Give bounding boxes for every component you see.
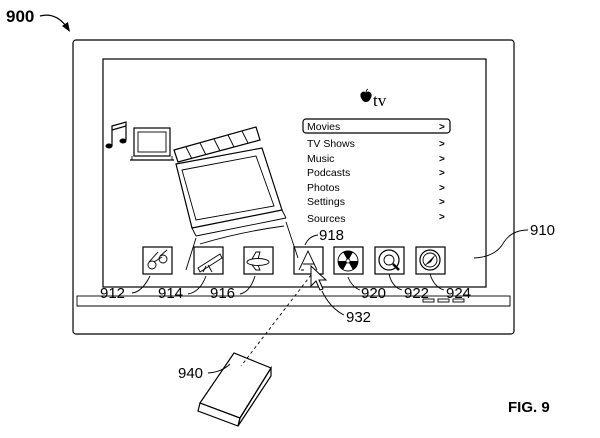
- menu-item-music[interactable]: Music >: [307, 153, 445, 165]
- menu-item-tv-shows[interactable]: TV Shows >: [307, 138, 445, 150]
- chevron-right-icon: >: [439, 212, 445, 223]
- radiation-icon[interactable]: [334, 247, 363, 274]
- leader-device: [40, 15, 66, 26]
- cursor-icon: [311, 266, 326, 290]
- main-menu[interactable]: Movies > TV Shows > Music > Podcasts > P…: [303, 119, 450, 225]
- chevron-right-icon: >: [439, 154, 445, 165]
- airplane-icon[interactable]: [244, 247, 273, 274]
- menu-item-podcasts[interactable]: Podcasts >: [307, 167, 445, 179]
- menu-item-label: Music: [307, 153, 334, 165]
- ref-icon-918: 918: [319, 227, 344, 244]
- icon-bar: [143, 247, 445, 274]
- brand-text: tv: [373, 91, 387, 110]
- ref-screen: 910: [530, 222, 555, 239]
- compass-icon[interactable]: [416, 247, 445, 274]
- menu-item-label: Podcasts: [307, 167, 350, 179]
- monitor-icon: [130, 128, 174, 160]
- ref-cursor: 932: [346, 309, 371, 326]
- ref-icon-916: 916: [210, 285, 235, 302]
- clapperboard-icon: [174, 127, 298, 270]
- app-store-icon[interactable]: [294, 247, 323, 274]
- music-note-icon: [106, 122, 127, 149]
- chevron-right-icon: >: [439, 168, 445, 179]
- menu-item-label: Settings: [307, 196, 345, 208]
- ref-icon-924: 924: [446, 285, 471, 302]
- menu-item-label: Movies: [307, 121, 340, 133]
- ref-icon-922: 922: [404, 285, 429, 302]
- chevron-right-icon: >: [439, 183, 445, 194]
- menu-item-label: TV Shows: [307, 138, 355, 150]
- menu-item-settings[interactable]: Settings >: [307, 196, 445, 208]
- pointer-beam: [241, 275, 311, 366]
- apple-logo-icon: [360, 92, 371, 103]
- figure-label: FIG. 9: [508, 399, 550, 416]
- ref-icon-912: 912: [100, 285, 125, 302]
- ref-device: 900: [6, 7, 34, 26]
- chevron-right-icon: >: [439, 139, 445, 150]
- menu-item-sources[interactable]: Sources >: [307, 212, 445, 225]
- chevron-right-icon: >: [439, 122, 445, 133]
- telescope-icon[interactable]: [194, 247, 223, 274]
- ref-remote: 940: [178, 365, 203, 382]
- remote-control: [198, 353, 271, 426]
- binoculars-icon[interactable]: [143, 247, 172, 274]
- menu-item-photos[interactable]: Photos >: [307, 182, 445, 194]
- chevron-right-icon: >: [439, 197, 445, 208]
- menu-item-label: Photos: [307, 182, 340, 194]
- quicktime-icon[interactable]: [375, 247, 404, 274]
- brand-logo: tv: [360, 89, 386, 110]
- menu-item-label: Sources: [307, 213, 346, 225]
- ref-icon-914: 914: [158, 285, 183, 302]
- ref-icon-920: 920: [361, 285, 386, 302]
- menu-item-movies[interactable]: Movies >: [307, 121, 445, 133]
